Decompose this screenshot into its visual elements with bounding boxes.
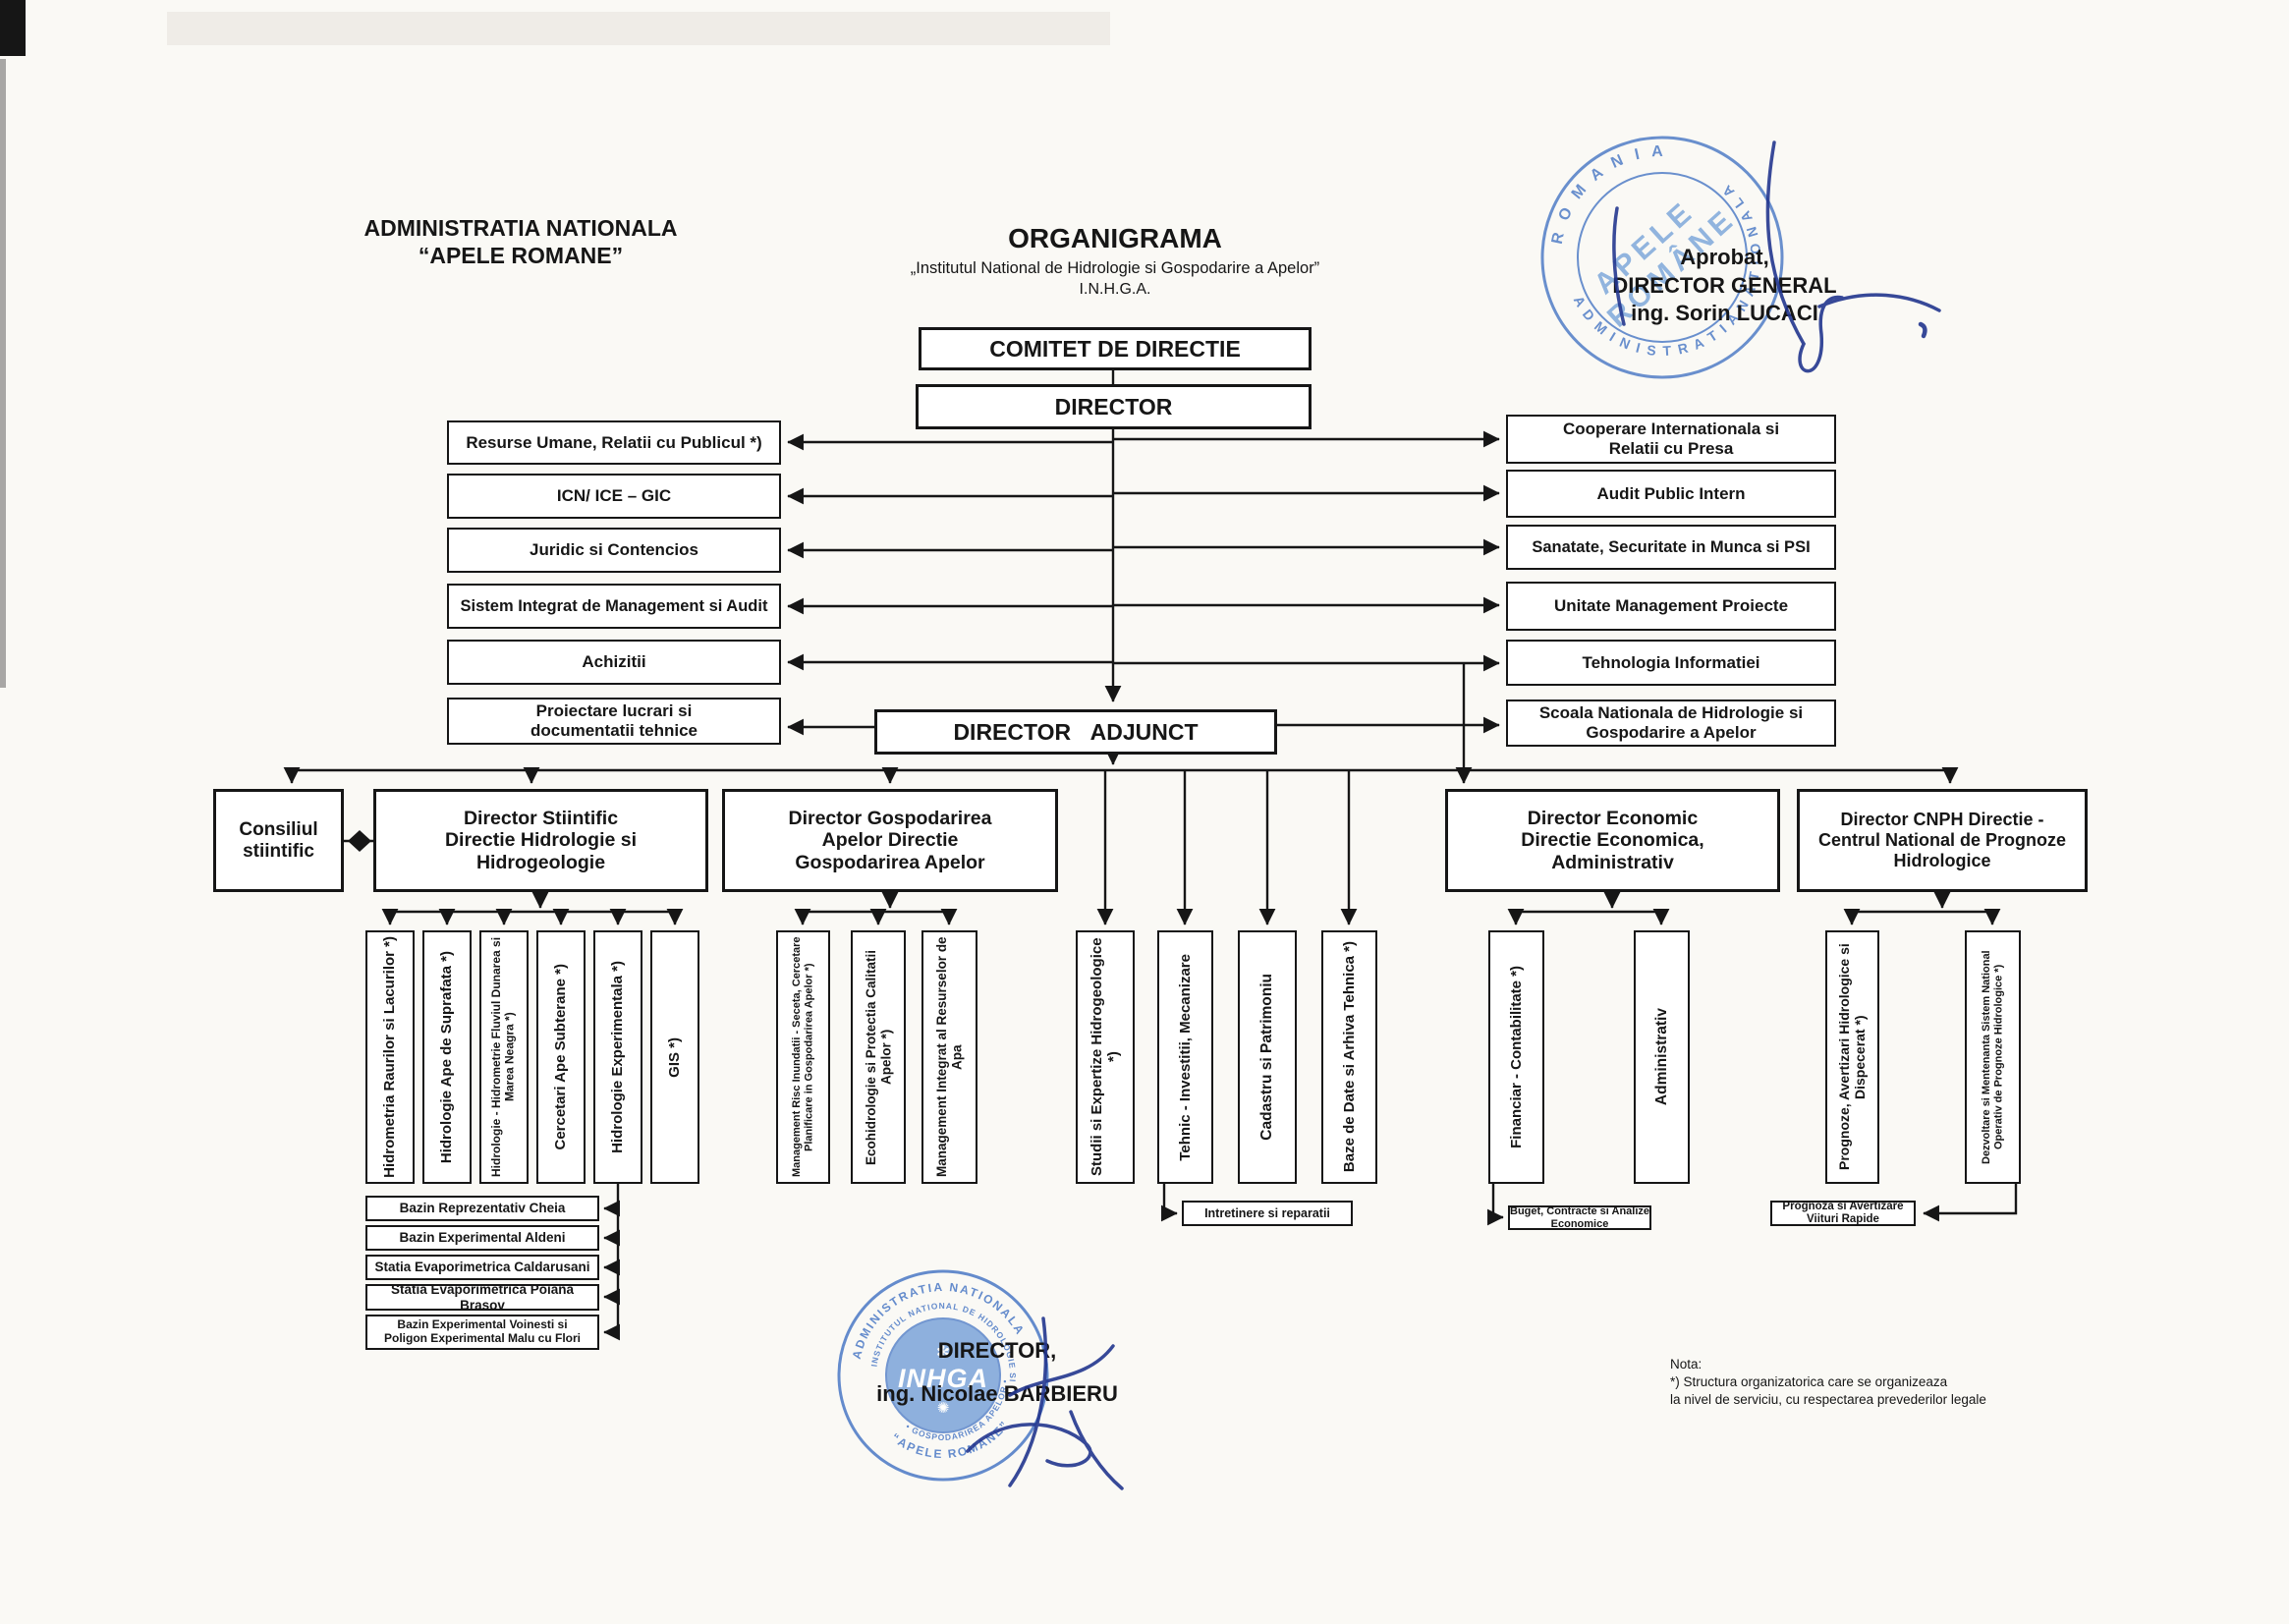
box-consiliul-stiintific: Consiliul stiintific [213,789,344,892]
box-cercetari-ape-subterane: Cercetari Ape Subterane *) [536,930,586,1184]
approval-line3: ing. Sorin LUCACI [1631,301,1818,326]
box-bazin-voinesti: Bazin Experimental Voinesti si Poligon E… [365,1315,599,1350]
box-director-gospodarirea-apelor: Director Gospodarirea Apelor Directie Go… [722,789,1058,892]
box-unitate-management-proiecte: Unitate Management Proiecte [1506,582,1836,631]
box-director-cnph: Director CNPH Directie - Centrul Nationa… [1797,789,2088,892]
box-icn-ice-gic: ICN/ ICE – GIC [447,474,781,519]
stamp-logo-glyph-2: ✺ [937,1400,950,1417]
nota-block: Nota: *) Structura organizatorica care s… [1670,1356,2132,1410]
nota-line1: Nota: [1670,1357,1703,1372]
company-name-line1: ADMINISTRATIA NATIONALA [363,215,678,241]
diamond-connector [348,830,371,852]
signatory-name: ing. Nicolae BARBIERU [876,1381,1118,1406]
box-cooperare-internationala: Cooperare Internationala si Relatii cu P… [1506,415,1836,464]
approval-line1: Aprobat, [1680,245,1769,269]
box-gis: GIS *) [650,930,699,1184]
box-intretinere-reparatii: Intretinere si reparatii [1182,1201,1353,1226]
chart-title: ORGANIGRAMA [1008,223,1222,253]
box-tehnologia-informatiei: Tehnologia Informatiei [1506,640,1836,686]
org-connectors [283,370,2018,1341]
box-bazin-aldeni: Bazin Experimental Aldeni [365,1225,599,1251]
nota-line3: la nivel de serviciu, cu respectarea pre… [1670,1392,1986,1408]
box-administrativ: Administrativ [1634,930,1690,1184]
box-sistem-integrat: Sistem Integrat de Management si Audit [447,584,781,629]
box-buget-contracte: Buget, Contracte si Analize Economice [1508,1204,1651,1230]
box-audit-public-intern: Audit Public Intern [1506,470,1836,518]
box-dezvoltare-mentenanta: Dezvoltare si Mentenanta Sistem National… [1965,930,2021,1184]
chart-acronym: I.N.H.G.A. [1079,281,1151,299]
box-hidrometria-raurilor: Hidrometria Raurilor si Lacurilor *) [365,930,415,1184]
box-management-integrat: Management Integrat al Resurselor de Apa [921,930,977,1184]
box-comitet-de-directie: COMITET DE DIRECTIE [919,327,1312,370]
box-hidrologie-ape-suprafata: Hidrologie Ape de Suprafata *) [422,930,472,1184]
box-cadastru-patrimoniu: Cadastru si Patrimoniu [1238,930,1297,1184]
box-hidrologie-hidrometrie-fluviul: Hidrologie - Hidrometrie Fluviul Dunarea… [479,930,529,1184]
stamp-logo-glyph: ✻ [936,1343,950,1362]
box-bazin-cheia: Bazin Reprezentativ Cheia [365,1196,599,1221]
stamp-bottom-center-text: INHGA [898,1364,988,1393]
chart-subtitle: „Institutul National de Hidrologie si Go… [910,259,1320,278]
box-director: DIRECTOR [916,384,1312,429]
box-juridic: Juridic si Contencios [447,528,781,573]
box-achizitii: Achizitii [447,640,781,685]
company-name: ADMINISTRATIA NATIONALA “APELE ROMANE” [295,214,747,269]
scan-shadow-band [167,12,1110,45]
approval-block: Aprobat, DIRECTOR GENERAL ing. Sorin LUC… [1570,244,1879,328]
chart-title-block: ORGANIGRAMA „Institutul National de Hidr… [835,222,1395,300]
box-financiar-contabilitate: Financiar - Contabilitate *) [1488,930,1544,1184]
box-ecohidrologie: Ecohidrologie si Protectia Calitatii Ape… [851,930,906,1184]
round-stamp-bottom: ADMINISTRATIA NATIONALA “APELE ROMANE” I… [837,1269,1049,1482]
company-name-line2: “APELE ROMANE” [418,243,624,269]
box-proiectare-lucrari: Proiectare lucrari si documentatii tehni… [447,698,781,745]
box-prognoza-viituri: Prognoza si Avertizare Viituri Rapide [1770,1201,1916,1226]
box-prognoze-avertizari: Prognoze, Avertizari Hidrologice si Disp… [1825,930,1879,1184]
box-resurse-umane: Resurse Umane, Relatii cu Publicul *) [447,420,781,465]
box-scoala-nationala: Scoala Nationala de Hidrologie si Gospod… [1506,700,1836,747]
box-tehnic-investitii: Tehnic - Investitii, Mecanizare [1157,930,1213,1184]
box-hidrologie-experimentala: Hidrologie Experimentala *) [593,930,642,1184]
box-sanatate-securitate: Sanatate, Securitate in Munca si PSI [1506,525,1836,570]
box-studii-expertize: Studii si Expertize Hidrogeologice *) [1076,930,1135,1184]
box-statia-poiana-brasov: Statia Evaporimetrica Poiana Brasov [365,1282,599,1313]
signatory-title: DIRECTOR, [937,1338,1057,1363]
box-statia-caldarusani: Statia Evaporimetrica Caldarusani [365,1255,599,1280]
box-baze-de-date: Baze de Date si Arhiva Tehnica *) [1321,930,1377,1184]
scan-artifact-edge [0,59,6,688]
nota-line2: *) Structura organizatorica care se orga… [1670,1374,1948,1390]
box-director-stiintific: Director Stiintific Directie Hidrologie … [373,789,708,892]
scan-artifact-corner [0,0,26,56]
box-management-risc-inundatii: Management Risc Inundatii - Seceta, Cerc… [776,930,830,1184]
box-director-adjunct: DIRECTOR ADJUNCT [874,709,1277,755]
approval-line2: DIRECTOR GENERAL [1612,272,1837,298]
box-director-economic: Director Economic Directie Economica, Ad… [1445,789,1780,892]
